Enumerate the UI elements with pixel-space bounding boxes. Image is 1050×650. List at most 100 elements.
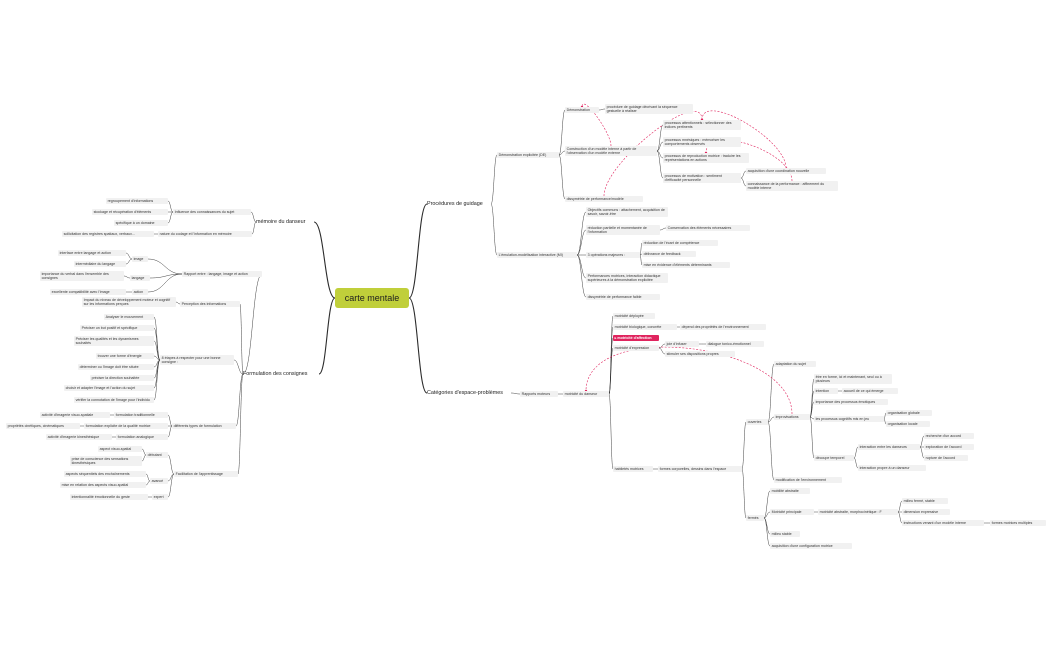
topic-node[interactable]: formulation traditionnelle bbox=[114, 412, 168, 418]
topic-node[interactable]: recherche d'un accord bbox=[924, 433, 974, 439]
topic-node[interactable]: être en forme, ici et maintenant, seul o… bbox=[814, 374, 892, 384]
topic-node[interactable]: intention bbox=[814, 388, 838, 394]
topic-node[interactable]: les processus cognitifs mis en jeu bbox=[814, 416, 884, 422]
topic-node[interactable]: formulation explicite de la qualité motr… bbox=[84, 423, 168, 429]
topic-node[interactable]: organisation globale bbox=[886, 410, 932, 416]
topic-node[interactable]: aspects séquentiels des enchaînements bbox=[64, 471, 146, 477]
topic-node[interactable]: formulation analogique bbox=[116, 434, 168, 440]
topic-node[interactable]: instructions venant d'un modèle interne bbox=[902, 520, 984, 526]
topic-node[interactable]: milieu stable bbox=[770, 531, 800, 537]
main-branch-topic[interactable]: Catégories d'espace-problèmes bbox=[427, 390, 503, 396]
topic-node[interactable]: Préciser un but positif et spécifique bbox=[80, 325, 154, 331]
topic-node[interactable]: dissymétrie de performance/modèle bbox=[565, 196, 643, 202]
topic-node[interactable]: improvisations bbox=[774, 414, 810, 420]
topic-node[interactable]: procédure de guidage décrivant la séquen… bbox=[605, 104, 693, 114]
topic-node[interactable]: délivrance de feedback bbox=[642, 251, 696, 257]
topic-node[interactable]: motricité biologique, concrète bbox=[613, 324, 677, 330]
topic-node[interactable]: Démonstration bbox=[565, 107, 599, 113]
topic-node[interactable]: réduction de l'écart de compétence bbox=[642, 240, 718, 246]
topic-node[interactable]: mobilité abstraite bbox=[770, 488, 810, 494]
topic-node[interactable]: dimension expressive bbox=[902, 509, 950, 515]
topic-node[interactable]: motricité déployée bbox=[613, 313, 655, 319]
topic-node[interactable]: Performances motrices, interaction didac… bbox=[586, 273, 668, 283]
topic-node[interactable]: choisir et adapter l'image et l'action d… bbox=[64, 385, 154, 391]
relationship-arrow[interactable] bbox=[585, 346, 793, 415]
topic-node[interactable]: motricité d'expression bbox=[613, 345, 659, 351]
topic-node[interactable]: 3 opérations majeures : bbox=[586, 252, 640, 258]
topic-node[interactable]: processus de reproduction motrice : trad… bbox=[663, 153, 749, 163]
topic-node[interactable]: sollicitation des registres spatiaux, ve… bbox=[62, 231, 154, 237]
topic-node[interactable]: expert bbox=[152, 494, 168, 500]
relationship-arrow[interactable] bbox=[581, 103, 612, 147]
topic-node[interactable]: interaction entre les danseurs bbox=[858, 444, 920, 450]
topic-node[interactable]: Impact du niveau de développement moteur… bbox=[82, 297, 176, 307]
topic-node[interactable]: Objectifs communs : attachement, acquisi… bbox=[586, 207, 668, 217]
topic-node[interactable]: organisation locale bbox=[886, 421, 930, 427]
topic-node[interactable]: activité d'imagerie kinesthésique bbox=[46, 434, 112, 440]
topic-node[interactable]: ouvertes bbox=[746, 419, 768, 425]
topic-node[interactable]: avancé bbox=[150, 478, 168, 484]
topic-node[interactable]: Rapport entre : langage, image et action bbox=[182, 271, 262, 277]
topic-node[interactable]: activité d'imagerie visuo-spatiale bbox=[40, 412, 110, 418]
relationship-arrow[interactable] bbox=[701, 110, 787, 169]
topic-node[interactable]: préciser la direction souhaitée bbox=[90, 375, 154, 381]
topic-node[interactable]: fermés bbox=[746, 515, 764, 521]
topic-node[interactable]: intermédiaire du langage bbox=[74, 261, 126, 267]
topic-node[interactable]: excellente compatibilité avec l'image bbox=[50, 289, 126, 295]
topic-node[interactable]: 8 étapes à respecter pour une bonne cons… bbox=[160, 355, 234, 365]
topic-node[interactable]: intentionnalité émotionnelle du geste bbox=[70, 494, 148, 500]
topic-node[interactable]: joie d'infuser bbox=[665, 341, 699, 347]
topic-node[interactable]: Rapports moteurs bbox=[520, 391, 558, 397]
topic-node[interactable]: importance du verbal dans l'ensemble des… bbox=[40, 271, 124, 281]
topic-node[interactable]: importance des processus émotiques bbox=[814, 399, 888, 405]
main-branch-topic[interactable]: Procédures de guidage bbox=[427, 201, 483, 207]
topic-node[interactable]: interaction propre à un danseur bbox=[858, 465, 926, 471]
main-branch-topic[interactable]: Formulation des consignes bbox=[243, 371, 308, 377]
topic-node[interactable]: ▸ motricité d'affection bbox=[613, 335, 659, 341]
topic-node[interactable]: stockage et récupération d'éléments bbox=[92, 209, 168, 215]
main-branch-topic[interactable]: mémoire du danseur bbox=[256, 219, 306, 225]
topic-node[interactable]: formes motrices multiples bbox=[990, 520, 1046, 526]
topic-node[interactable]: découpe temporel bbox=[814, 455, 854, 461]
topic-node[interactable]: trouver une forme d'énergie bbox=[96, 353, 154, 359]
topic-node[interactable]: dissymétrie de performance faible bbox=[586, 294, 660, 300]
topic-node[interactable]: motricité du danseur bbox=[563, 391, 609, 397]
topic-node[interactable]: interface entre langage et action bbox=[58, 250, 126, 256]
topic-node[interactable]: processus attentionnels : sélectionner d… bbox=[663, 120, 741, 130]
topic-node[interactable]: accueil de ce qui émerge bbox=[842, 388, 898, 394]
topic-node[interactable]: Analyser le mouvement bbox=[104, 314, 154, 320]
topic-node[interactable]: aspect visuo-spatial bbox=[98, 446, 142, 452]
topic-node[interactable]: dépend des propriétés de l'environnement bbox=[680, 324, 766, 330]
topic-node[interactable]: mise en relation des aspects visuo-spati… bbox=[60, 482, 146, 488]
topic-node[interactable]: image bbox=[132, 256, 148, 262]
topic-node[interactable]: vérifier la connotation de l'image pour … bbox=[74, 397, 154, 403]
topic-node[interactable]: prise de conscience des sensations kines… bbox=[70, 456, 142, 466]
topic-node[interactable]: Conservation des éléments nécessaires bbox=[666, 225, 750, 231]
topic-node[interactable]: acquisition d'une coordination nouvelle bbox=[746, 168, 826, 174]
topic-node[interactable]: regroupement d'informations bbox=[106, 198, 168, 204]
topic-node[interactable]: exploration de l'accord bbox=[924, 444, 974, 450]
topic-node[interactable]: rupture de l'accord bbox=[924, 455, 968, 461]
topic-node[interactable]: habiletés motrices bbox=[613, 466, 653, 472]
topic-node[interactable]: formes corporelles, dessins dans l'espac… bbox=[658, 466, 742, 472]
topic-node[interactable]: Facilitation de l'apprentissage bbox=[174, 471, 238, 477]
topic-node[interactable]: Préciser les qualités et les dynamismes … bbox=[74, 336, 154, 346]
topic-node[interactable]: motricité abstraite, morphocinétique : F bbox=[818, 509, 898, 515]
topic-node[interactable]: stimuler ses dispositions propres bbox=[665, 351, 735, 357]
topic-node[interactable]: dialogue tonico-émotionnel bbox=[706, 341, 764, 347]
topic-node[interactable]: milieu fermé, stable bbox=[902, 498, 948, 504]
topic-node[interactable]: L'émulation-modélisation interactive (MI… bbox=[497, 252, 577, 258]
topic-node[interactable]: débutant bbox=[146, 452, 168, 458]
relationship-arrow[interactable] bbox=[603, 111, 703, 197]
topic-node[interactable]: acquisition d'une configuration motrice bbox=[770, 543, 852, 549]
topic-node[interactable]: nature du codage et l'information en mém… bbox=[158, 231, 252, 237]
topic-node[interactable]: processus mnésiques : mémoriser les comp… bbox=[663, 137, 741, 147]
topic-node[interactable]: Influence des connaissances du sujet bbox=[173, 209, 251, 215]
central-topic[interactable]: carte mentale bbox=[335, 288, 409, 308]
topic-node[interactable]: action bbox=[132, 289, 148, 295]
topic-node[interactable]: réduction partielle et momentanée de l'i… bbox=[586, 225, 660, 235]
topic-node[interactable]: modification de l'environnement bbox=[774, 477, 842, 483]
topic-node[interactable]: Construction d'un modèle interne à parti… bbox=[565, 146, 657, 156]
topic-node[interactable]: spécifique à un domaine bbox=[114, 220, 168, 226]
